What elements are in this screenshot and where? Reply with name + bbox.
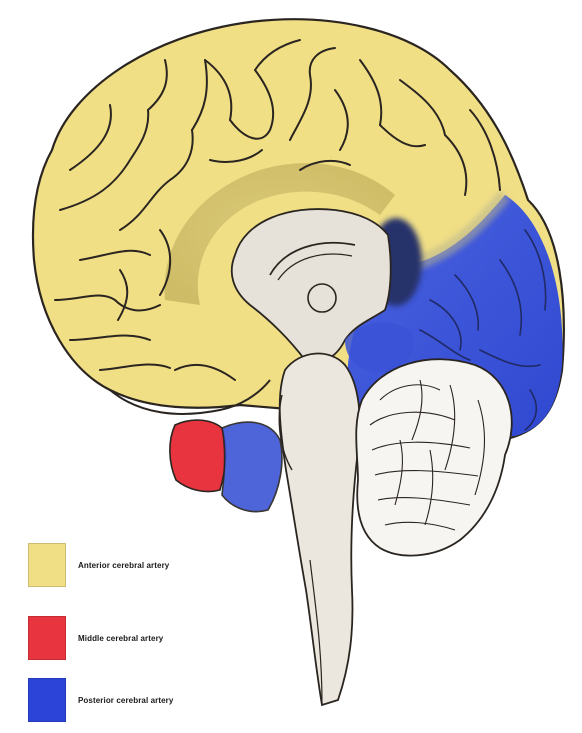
thalamus-nucleus: [308, 284, 336, 312]
posterior-temporal-region: [222, 422, 282, 511]
legend-label-posterior: Posterior cerebral artery: [78, 696, 173, 705]
legend-label-anterior: Anterior cerebral artery: [78, 561, 169, 570]
legend-item-middle: Middle cerebral artery: [28, 616, 163, 660]
legend-item-anterior: Anterior cerebral artery: [28, 543, 169, 587]
legend-label-middle: Middle cerebral artery: [78, 634, 163, 643]
legend-swatch-posterior: [28, 678, 66, 722]
legend-swatch-middle: [28, 616, 66, 660]
middle-cerebral-region: [170, 420, 226, 491]
cerebellum: [356, 359, 512, 555]
legend-swatch-anterior: [28, 543, 66, 587]
legend-item-posterior: Posterior cerebral artery: [28, 678, 173, 722]
